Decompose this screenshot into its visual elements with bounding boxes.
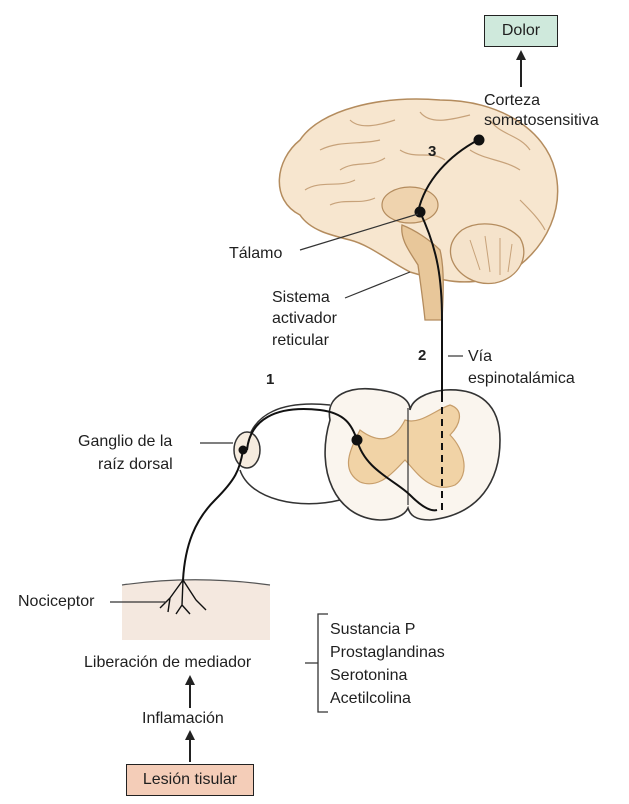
pathway-label-line2: espinotalámica bbox=[468, 369, 575, 389]
cortex-synapse bbox=[475, 136, 484, 145]
nerve-roots bbox=[234, 404, 340, 504]
nociceptor-label: Nociceptor bbox=[18, 592, 94, 612]
ganglion-label-line1: Ganglio de la bbox=[78, 432, 172, 452]
reticular-leader bbox=[345, 272, 410, 298]
mediator-item: Serotonina bbox=[330, 666, 407, 686]
mediator-item: Acetilcolina bbox=[330, 689, 411, 709]
dorsal-horn-synapse bbox=[353, 436, 362, 445]
ganglion-cell-body bbox=[240, 447, 247, 454]
mediator-bracket bbox=[305, 614, 328, 712]
pain-outcome-box: Dolor bbox=[484, 15, 558, 47]
pathway-label-line1: Vía bbox=[468, 347, 492, 367]
cortex-label-line2: somatosensitiva bbox=[484, 111, 599, 131]
tissue-injury-box: Lesión tisular bbox=[126, 764, 254, 796]
cortex-label-line1: Corteza bbox=[484, 91, 540, 111]
step-number-2: 2 bbox=[418, 347, 426, 364]
mediator-item: Prostaglandinas bbox=[330, 643, 445, 663]
thalamus-synapse bbox=[416, 208, 425, 217]
reticular-label-line1: Sistema bbox=[272, 288, 330, 308]
reticular-label-line2: activador bbox=[272, 309, 337, 329]
step-number-3: 3 bbox=[428, 143, 436, 160]
skin-tissue bbox=[122, 580, 270, 640]
first-order-neuron-peripheral bbox=[183, 450, 243, 580]
reticular-label-line3: reticular bbox=[272, 331, 329, 351]
skin-block bbox=[122, 580, 270, 640]
thalamus-label: Tálamo bbox=[229, 244, 282, 264]
step-number-1: 1 bbox=[266, 371, 274, 388]
mediator-item: Sustancia P bbox=[330, 620, 415, 640]
spinal-cord-section bbox=[325, 389, 500, 520]
inflammation-label: Inflamación bbox=[142, 709, 224, 729]
mediator-release-label: Liberación de mediador bbox=[84, 653, 251, 673]
ganglion-label-line2: raíz dorsal bbox=[98, 455, 173, 475]
ventral-root-outline bbox=[240, 470, 340, 504]
thalamus-region bbox=[382, 187, 438, 223]
